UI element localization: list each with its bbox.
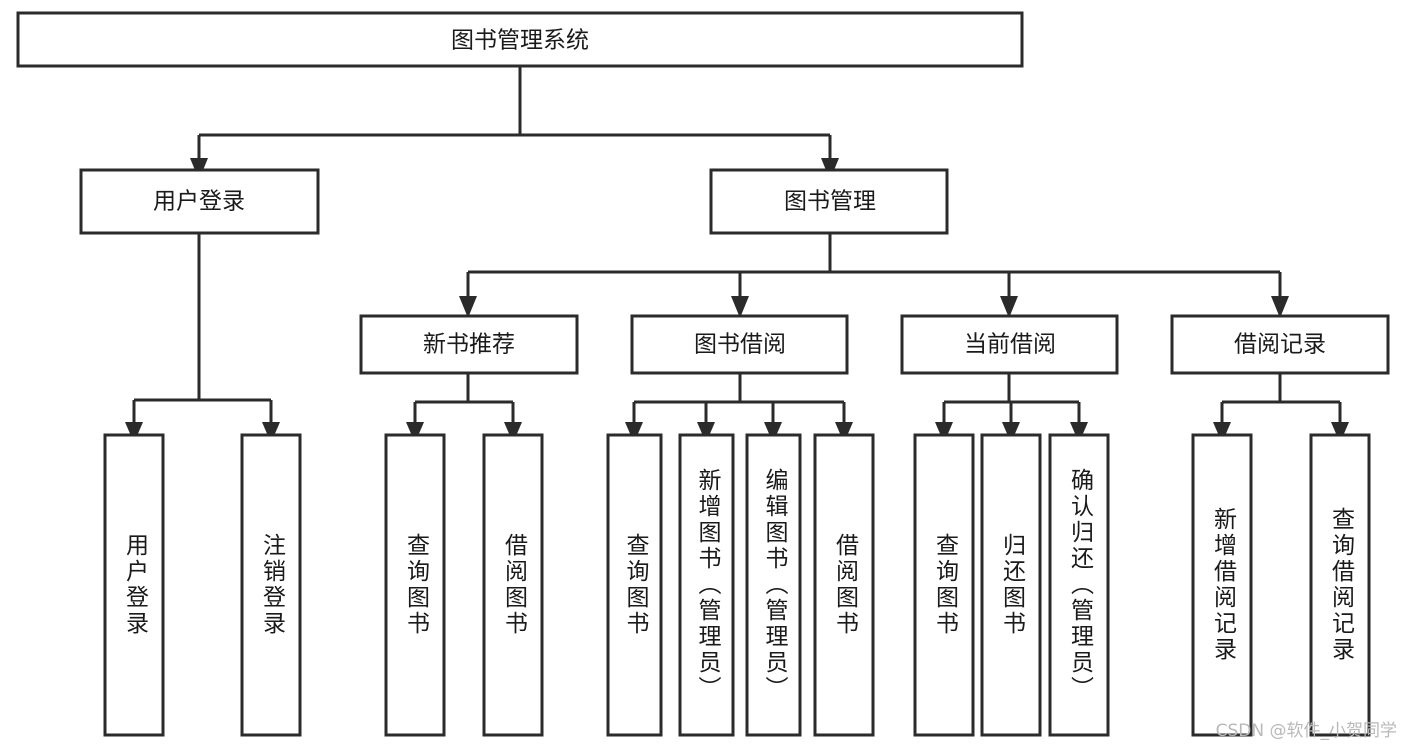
edge-book-borrow-to-leaves [632, 373, 846, 422]
node-leaf-query-book-current[interactable] [913, 433, 975, 737]
arrowhead-leaf-borrow-book [835, 422, 853, 443]
node-leaf-user-login[interactable] [103, 433, 165, 737]
node-borrow-record-label: 借阅记录 [1234, 332, 1326, 358]
node-borrow-record-rect[interactable] [1170, 314, 1390, 375]
node-leaf-edit-book-admin-rect[interactable] [745, 433, 802, 737]
arrowhead-leaf-edit-book-admin [764, 422, 782, 443]
node-leaf-user-logout-rect[interactable] [240, 433, 302, 737]
arrowhead-new-book-rec [459, 296, 477, 318]
node-leaf-add-borrow-record[interactable] [1191, 433, 1253, 737]
node-leaf-query-book-rec-rect[interactable] [384, 433, 446, 737]
node-leaf-return-book-rect[interactable] [980, 433, 1042, 737]
node-borrow-record[interactable]: 借阅记录 [1170, 314, 1390, 375]
node-book-manage-label: 图书管理 [784, 189, 876, 215]
edge-borrow-record-to-leaves [1220, 373, 1342, 422]
node-layer: 图书管理系统 用户登录 图书管理 新书推荐 图书借阅 当前 [16, 11, 1390, 737]
arrowhead-leaf-borrow-book-rec [504, 422, 522, 443]
node-book-borrow[interactable]: 图书借阅 [630, 314, 849, 375]
node-root[interactable]: 图书管理系统 [16, 11, 1024, 68]
arrowhead-borrow-record [1271, 296, 1289, 318]
node-leaf-borrow-book[interactable] [813, 433, 875, 737]
arrowhead-leaf-add-borrow-record [1213, 422, 1231, 443]
node-book-borrow-label: 图书借阅 [694, 332, 786, 358]
node-leaf-query-borrow-record[interactable] [1309, 433, 1371, 737]
node-root-label: 图书管理系统 [451, 28, 589, 54]
node-leaf-borrow-book-rec[interactable] [482, 433, 544, 737]
node-leaf-return-book[interactable] [980, 433, 1042, 737]
arrowhead-leaf-add-book-admin [697, 422, 715, 443]
arrowhead-leaf-confirm-return-admin [1070, 422, 1088, 443]
node-root-rect[interactable] [16, 11, 1024, 68]
node-book-manage[interactable]: 图书管理 [709, 168, 949, 235]
node-leaf-query-book-borrow-rect[interactable] [606, 433, 663, 737]
node-leaf-edit-book-admin[interactable] [745, 433, 802, 737]
node-new-book-rec-label: 新书推荐 [423, 332, 515, 358]
edge-book-manage-to-level2 [466, 233, 1282, 296]
node-leaf-user-login-rect[interactable] [103, 433, 165, 737]
node-current-borrow-label: 当前借阅 [964, 332, 1056, 358]
edge-current-borrow-to-leaves [942, 373, 1081, 422]
node-leaf-confirm-return-admin[interactable] [1048, 433, 1110, 737]
arrowhead-current-borrow [1000, 296, 1018, 318]
node-user-login-label: 用户登录 [153, 189, 245, 215]
arrowhead-leaf-query-book-rec [406, 422, 424, 443]
edge-layer [125, 66, 1349, 443]
node-leaf-query-book-current-rect[interactable] [913, 433, 975, 737]
node-user-login-rect[interactable] [79, 168, 320, 235]
node-current-borrow[interactable]: 当前借阅 [900, 314, 1119, 375]
node-user-login[interactable]: 用户登录 [79, 168, 320, 235]
node-book-manage-rect[interactable] [709, 168, 949, 235]
node-leaf-borrow-book-rect[interactable] [813, 433, 875, 737]
arrowhead-leaf-query-book-borrow [625, 422, 643, 443]
edge-user-login-to-leaves [132, 233, 273, 422]
node-leaf-query-borrow-record-rect[interactable] [1309, 433, 1371, 737]
arrowhead-leaf-return-book [1002, 422, 1020, 443]
node-leaf-confirm-return-admin-rect[interactable] [1048, 433, 1110, 737]
arrowhead-leaf-query-book-current [935, 422, 953, 443]
node-new-book-rec-rect[interactable] [359, 314, 579, 375]
node-current-borrow-rect[interactable] [900, 314, 1119, 375]
edge-new-book-rec-to-leaves [413, 373, 515, 422]
node-new-book-rec[interactable]: 新书推荐 [359, 314, 579, 375]
node-leaf-add-borrow-record-rect[interactable] [1191, 433, 1253, 737]
node-leaf-query-book-rec[interactable] [384, 433, 446, 737]
edge-root-to-level1 [197, 66, 832, 158]
node-book-borrow-rect[interactable] [630, 314, 849, 375]
node-leaf-user-logout[interactable] [240, 433, 302, 737]
arrowhead-leaf-query-borrow-record [1331, 422, 1349, 443]
arrowhead-leaf-user-login [125, 422, 143, 443]
node-leaf-add-book-admin-rect[interactable] [678, 433, 735, 737]
node-leaf-add-book-admin[interactable] [678, 433, 735, 737]
arrowhead-leaf-user-logout [262, 422, 280, 443]
node-leaf-query-book-borrow[interactable] [606, 433, 663, 737]
arrowhead-book-borrow [731, 296, 749, 318]
node-leaf-borrow-book-rec-rect[interactable] [482, 433, 544, 737]
